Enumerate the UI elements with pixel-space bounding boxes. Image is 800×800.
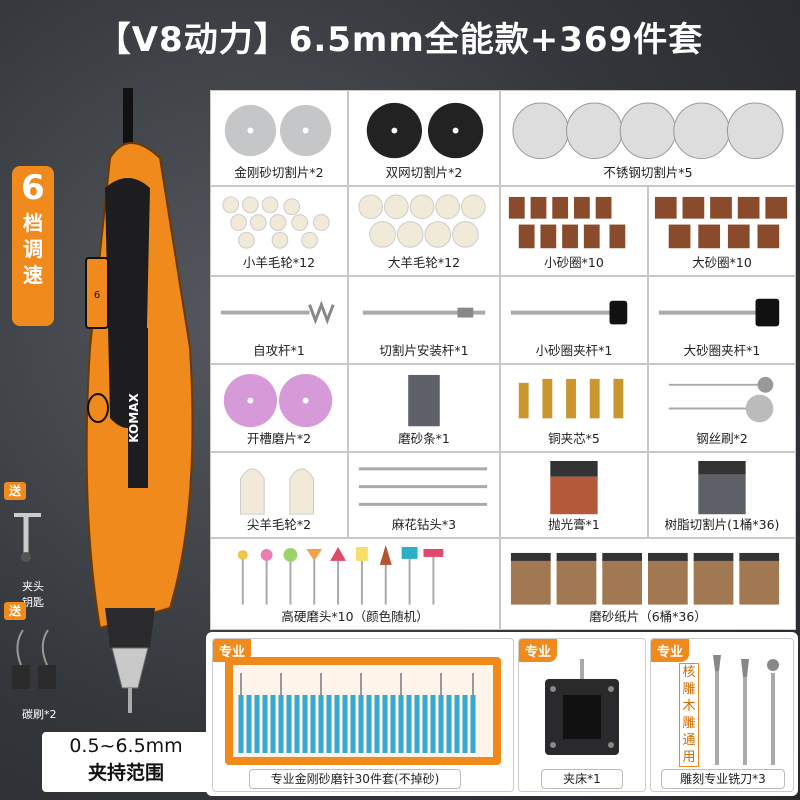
item-cell-20: 高硬磨头*10（颜色随机） <box>210 538 500 630</box>
rotary-tool-image: 6 KOMAX <box>85 88 194 713</box>
pro-kit-3-caption: 雕刻专业铣刀*3 <box>661 769 785 789</box>
item-label: 树脂切割片(1桶*36) <box>664 517 780 532</box>
item-cell-5: 大羊毛轮*12 <box>348 186 500 276</box>
clamp-range-label: 0.5~6.5mm 夹持范围 <box>40 730 212 794</box>
item-label: 切割片安装杆*1 <box>379 343 469 358</box>
item-label: 自攻杆*1 <box>253 343 305 358</box>
gift-tag-1: 送 <box>4 482 26 500</box>
item-label: 金刚砂切割片*2 <box>234 165 324 180</box>
item-cell-8: 自攻杆*1 <box>210 276 348 364</box>
item-cell-15: 钢丝刷*2 <box>648 364 796 452</box>
page-title: 【V8动力】6.5mm全能款+369件套 <box>96 19 704 60</box>
item-label: 铜夹芯*5 <box>548 431 600 446</box>
item-label: 麻花钻头*3 <box>391 517 457 532</box>
speed-number: 6 <box>21 168 45 208</box>
item-label: 小砂圈*10 <box>544 255 604 270</box>
item-label: 钢丝刷*2 <box>696 431 748 446</box>
carbon-brush-icon <box>12 629 56 689</box>
item-label: 尖羊毛轮*2 <box>246 517 312 532</box>
gift-tag-2: 送 <box>4 602 26 620</box>
item-cell-10: 小砂圈夹杆*1 <box>500 276 648 364</box>
pro-kit-3: 专业 核雕木雕通用 雕刻专业铣刀*3 <box>650 638 794 792</box>
item-label: 大砂圈*10 <box>692 255 752 270</box>
item-cell-18: 抛光膏*1 <box>500 452 648 538</box>
item-cell-13: 磨砂条*1 <box>348 364 500 452</box>
item-cell-7: 大砂圈*10 <box>648 186 796 276</box>
pro-section: 专业 专业金刚砂磨针30件套(不掉砂) 专业 夹床*1 专业 核雕木雕通用 <box>206 632 798 796</box>
clamp-text: 夹持范围 <box>87 762 164 784</box>
pro-tag: 专业 <box>651 639 690 662</box>
item-cell-1: 金刚砂切割片*2 <box>210 90 348 186</box>
speed-text-2: 调 <box>23 237 43 261</box>
pro-tag: 专业 <box>213 639 252 662</box>
item-label: 不锈钢切割片*5 <box>603 165 693 180</box>
needle-set-image <box>225 657 501 765</box>
pro-kit-2-caption: 夹床*1 <box>541 769 623 789</box>
item-label: 高硬磨头*10（颜色随机） <box>281 609 429 624</box>
carving-bits-image <box>713 655 779 765</box>
chuck-key-label: 夹头 钥匙 <box>22 580 44 609</box>
item-cell-3: 不锈钢切割片*5 <box>500 90 796 186</box>
carving-note: 核雕木雕通用 <box>679 663 699 767</box>
speed-text-1: 档 <box>23 211 43 235</box>
speed-badge: 6 档 调 速 <box>12 166 54 326</box>
pro-kit-1-caption: 专业金刚砂磨针30件套(不掉砂) <box>249 769 461 789</box>
clamp-size: 0.5~6.5mm <box>69 735 183 757</box>
item-cell-12: 开槽磨片*2 <box>210 364 348 452</box>
item-cell-14: 铜夹芯*5 <box>500 364 648 452</box>
item-cell-9: 切割片安装杆*1 <box>348 276 500 364</box>
item-label: 磨砂条*1 <box>398 431 450 446</box>
item-label: 抛光膏*1 <box>548 517 600 532</box>
item-label: 磨砂纸片（6桶*36） <box>589 609 707 624</box>
item-cell-6: 小砂圈*10 <box>500 186 648 276</box>
item-label: 双网切割片*2 <box>385 165 463 180</box>
carbon-brush-label: 碳刷*2 <box>22 708 57 721</box>
speed-dial-number: 6 <box>94 290 100 301</box>
item-label: 小羊毛轮*12 <box>242 255 316 270</box>
pro-tag: 专业 <box>519 639 558 662</box>
item-label: 开槽磨片*2 <box>246 431 312 446</box>
speed-text-3: 速 <box>23 263 43 287</box>
item-label: 小砂圈夹杆*1 <box>535 343 613 358</box>
item-cell-2: 双网切割片*2 <box>348 90 500 186</box>
item-cell-21: 磨砂纸片（6桶*36） <box>500 538 796 630</box>
item-cell-11: 大砂圈夹杆*1 <box>648 276 796 364</box>
pro-kit-2: 专业 夹床*1 <box>518 638 646 792</box>
pro-kit-1: 专业 专业金刚砂磨针30件套(不掉砂) <box>212 638 514 792</box>
chuck-key-icon <box>14 513 41 562</box>
item-label: 大砂圈夹杆*1 <box>683 343 761 358</box>
mini-vise-image <box>545 659 619 755</box>
item-cell-17: 麻花钻头*3 <box>348 452 500 538</box>
item-label: 大羊毛轮*12 <box>387 255 461 270</box>
item-cell-19: 树脂切割片(1桶*36) <box>648 452 796 538</box>
item-cell-4: 小羊毛轮*12 <box>210 186 348 276</box>
item-cell-16: 尖羊毛轮*2 <box>210 452 348 538</box>
brand-logo: KOMAX <box>127 393 141 443</box>
